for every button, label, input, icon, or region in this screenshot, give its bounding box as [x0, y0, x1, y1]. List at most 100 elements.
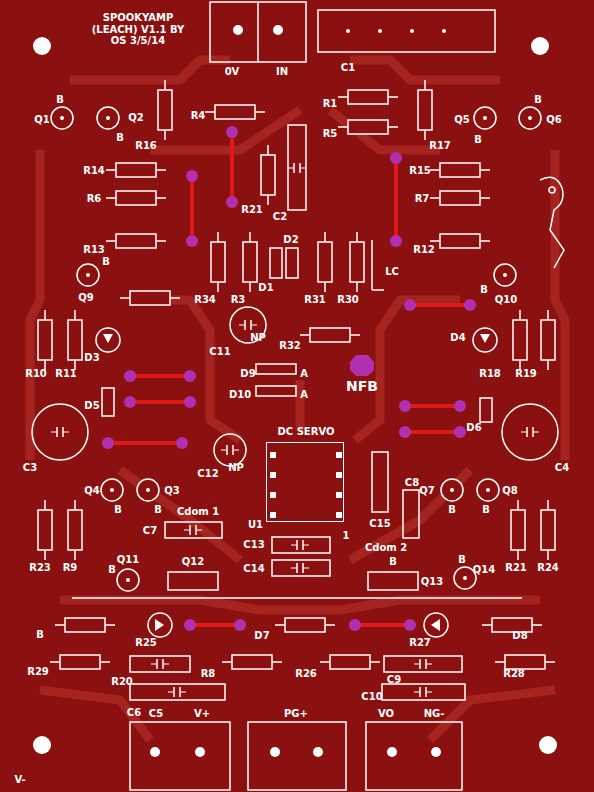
part-label: D5: [84, 401, 99, 411]
part-label: Q8: [502, 486, 517, 496]
part-label: R10: [25, 369, 47, 379]
part-label: R8: [201, 669, 216, 679]
part-label: R25: [135, 638, 157, 648]
part-label: Q11: [117, 555, 139, 565]
part-label: 0V: [225, 67, 240, 77]
part-label: D3: [84, 353, 99, 363]
part-name: U1: [248, 520, 263, 530]
part-label: Q10: [495, 295, 517, 305]
part-label: B: [389, 557, 397, 567]
part-label: B: [448, 505, 456, 515]
part-label: R26: [295, 669, 317, 679]
part-label: C5: [149, 709, 163, 719]
part-label: Q13: [421, 577, 443, 587]
part-label: D1: [258, 283, 273, 293]
part-label: R3: [231, 295, 246, 305]
part-label: NFB: [346, 379, 378, 393]
part-label: Q4: [84, 486, 99, 496]
part-label: R11: [55, 369, 77, 379]
part-label: Q6: [546, 115, 561, 125]
part-label: Q7: [419, 486, 434, 496]
part-label: C14: [243, 564, 264, 574]
part-label: C10: [361, 692, 382, 702]
part-label: R14: [83, 166, 105, 176]
part-label: R17: [429, 141, 451, 151]
part-label: C8: [405, 478, 419, 488]
part-label: B: [480, 285, 488, 295]
part-label: C13: [243, 540, 264, 550]
part-label: Cdom 2: [365, 543, 407, 553]
part-label: R16: [135, 141, 157, 151]
part-label: B: [114, 505, 122, 515]
part-label: Q12: [182, 557, 204, 567]
part-label: Q2: [128, 113, 143, 123]
part-label: R20: [111, 677, 133, 687]
part-label: Q14: [473, 565, 495, 575]
part-label: D6: [466, 423, 481, 433]
part-label: D8: [512, 631, 527, 641]
part-label: R21: [505, 563, 527, 573]
part-label: R18: [479, 369, 501, 379]
part-label: NP: [228, 463, 244, 473]
part-label: R12: [413, 245, 435, 255]
part-label: C12: [197, 469, 218, 479]
part-label: C6: [127, 708, 141, 718]
part-label: B: [458, 555, 466, 565]
part-label: C4: [555, 463, 569, 473]
part-label: B: [56, 95, 64, 105]
part-label: Q9: [78, 293, 93, 303]
part-label: C3: [23, 463, 37, 473]
part-label: R27: [409, 638, 431, 648]
part-label: D10: [229, 390, 251, 400]
part-label: D9: [240, 369, 255, 379]
part-label: V+: [194, 709, 210, 719]
part-label: R19: [515, 369, 537, 379]
part-label: R24: [537, 563, 559, 573]
part-label: C9: [387, 675, 401, 685]
part-label: D7: [254, 631, 269, 641]
part-label: R15: [409, 166, 431, 176]
ic-outline: DC SERVOU1: [254, 424, 358, 532]
part-label: R23: [29, 563, 51, 573]
part-label: R30: [337, 295, 359, 305]
ic-body: [266, 442, 344, 522]
part-label: R34: [194, 295, 216, 305]
part-label: R31: [304, 295, 326, 305]
part-label: B: [482, 505, 490, 515]
part-label: VO: [378, 709, 394, 719]
part-label: B: [102, 257, 110, 267]
part-label: C1: [341, 63, 355, 73]
part-label: B: [154, 505, 162, 515]
part-label: D2: [283, 235, 298, 245]
part-label: R9: [63, 563, 78, 573]
part-label: LC: [385, 267, 399, 277]
part-label: R29: [27, 667, 49, 677]
part-label: C7: [143, 526, 157, 536]
part-label: B: [36, 630, 44, 640]
block-heading: DC SERVO: [278, 427, 335, 437]
part-label: A: [300, 369, 308, 379]
part-label: R21: [241, 205, 263, 215]
part-label: R7: [415, 194, 430, 204]
part-label: Cdom 1: [177, 507, 219, 517]
part-label: B: [534, 95, 542, 105]
part-label: NP: [250, 333, 266, 343]
part-label: IN: [276, 67, 288, 77]
part-label: PG+: [284, 709, 308, 719]
part-label: A: [300, 390, 308, 400]
part-label: B: [474, 135, 482, 145]
part-label: C11: [209, 347, 230, 357]
part-label: C15: [369, 519, 390, 529]
part-label: R32: [279, 341, 301, 351]
part-label: V-: [14, 775, 25, 785]
part-label: D4: [450, 333, 465, 343]
part-label: Q1: [34, 115, 49, 125]
part-label: R28: [503, 669, 525, 679]
part-label: Q5: [454, 115, 469, 125]
part-label: C2: [273, 212, 287, 222]
part-label: NG-: [424, 709, 445, 719]
part-label: R13: [83, 245, 105, 255]
part-label: Q3: [164, 486, 179, 496]
part-label: R4: [191, 111, 206, 121]
part-label: 1: [343, 531, 350, 541]
